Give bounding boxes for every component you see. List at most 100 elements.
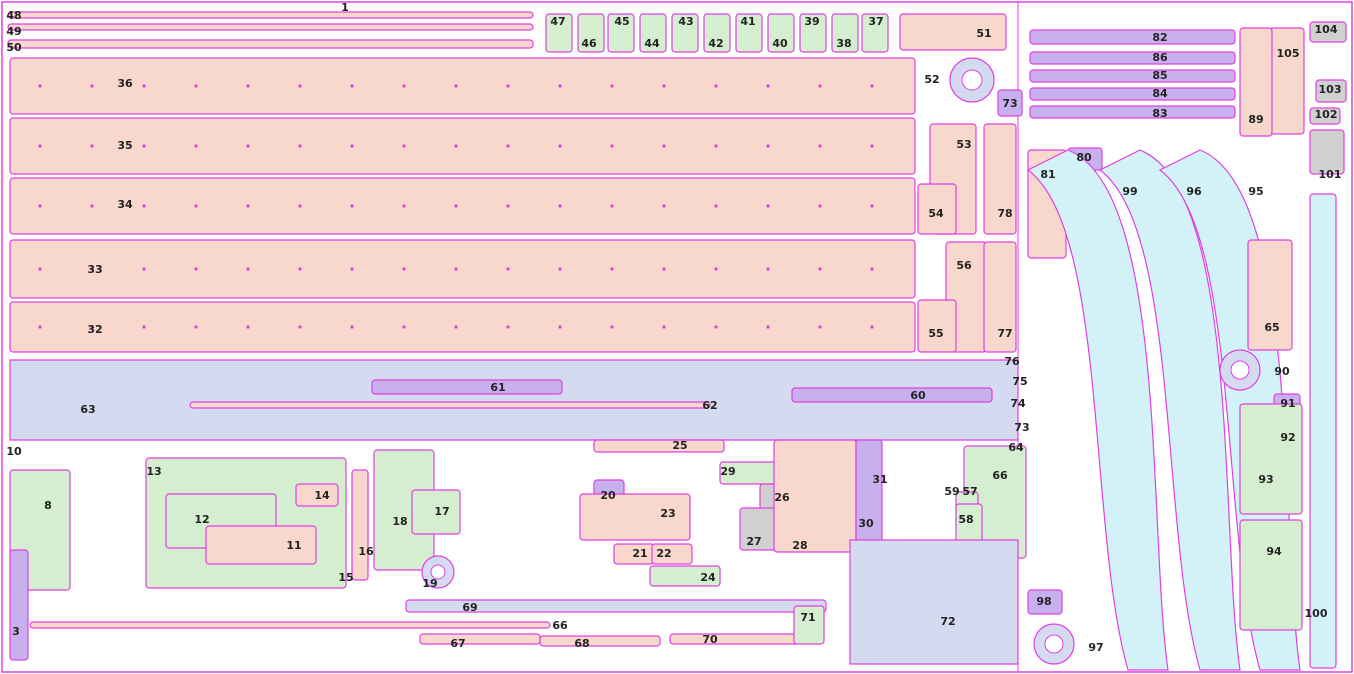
part-11-shape: [205, 525, 317, 565]
part-label-66: 66: [552, 619, 568, 632]
parts-layer: [7, 11, 1347, 671]
strip-hole-dot: [350, 144, 354, 148]
strip-hole-dot: [298, 267, 302, 271]
strip-hole-dot: [246, 325, 250, 329]
strip-hole-dot: [818, 267, 822, 271]
part-label-70: 70: [702, 633, 718, 646]
strip-hole-dot: [246, 204, 250, 208]
part-label-78: 78: [997, 207, 1012, 220]
part-42-shape: [703, 13, 731, 53]
part-104-shape: [1309, 21, 1347, 43]
part-label-23: 23: [660, 507, 675, 520]
strip-hole-dot: [506, 204, 510, 208]
part-67-shape: [419, 633, 541, 645]
strip-hole-dot: [402, 325, 406, 329]
part-label-62: 62: [702, 399, 717, 412]
strip-hole-dot: [90, 325, 94, 329]
strip-hole-dot: [142, 144, 146, 148]
part-label-67: 67: [450, 637, 465, 650]
part-35-shape: [9, 117, 916, 175]
part-label-97: 97: [1088, 641, 1103, 654]
strip-hole-dot: [298, 204, 302, 208]
part-label-76: 76: [1004, 355, 1020, 368]
part-label-26: 26: [774, 491, 790, 504]
part-label-80: 80: [1076, 151, 1092, 164]
part-50-shape: [7, 39, 534, 49]
part-72-shape: [849, 539, 1019, 665]
part-label-39: 39: [804, 15, 819, 28]
strip-hole-dot: [402, 204, 406, 208]
part-label-100: 100: [1305, 607, 1328, 620]
part-label-37: 37: [868, 15, 883, 28]
part-label-60: 60: [910, 389, 926, 402]
strip-hole-dot: [246, 267, 250, 271]
part-54-shape: [917, 183, 957, 235]
strip-hole-dot: [558, 267, 562, 271]
part-label-65: 65: [1264, 321, 1279, 334]
strip-hole-dot: [870, 144, 874, 148]
part-43-shape: [671, 13, 699, 53]
strip-hole-dot: [38, 204, 42, 208]
part-label-96: 96: [1186, 185, 1202, 198]
part-103-shape: [1315, 79, 1347, 103]
strip-hole-dot: [298, 144, 302, 148]
labels-layer: 1484950474645444342414039383751363534333…: [6, 1, 1341, 654]
part-label-99: 99: [1122, 185, 1137, 198]
part-96-shape: [1098, 149, 1241, 671]
part-66-shape: [29, 621, 551, 629]
part-label-13: 13: [146, 465, 161, 478]
strip-hole-dot: [350, 267, 354, 271]
part-24-shape: [649, 565, 721, 587]
part-77-shape: [983, 241, 1017, 353]
part-label-52: 52: [924, 73, 939, 86]
part-label-31: 31: [872, 473, 887, 486]
part-63-shape: [9, 359, 1019, 441]
part-label-34: 34: [117, 198, 133, 211]
part-85-shape: [1029, 69, 1236, 83]
part-label-45: 45: [614, 15, 629, 28]
strip-hole-dot: [142, 204, 146, 208]
strip-hole-dot: [558, 204, 562, 208]
part-label-95: 95: [1248, 185, 1263, 198]
part-41-shape: [735, 13, 763, 53]
part-label-35: 35: [117, 139, 132, 152]
part-label-30: 30: [858, 517, 874, 530]
strip-hole-dot: [194, 267, 198, 271]
part-14-shape: [295, 483, 339, 507]
strip-hole-dot: [246, 84, 250, 88]
strip-hole-dot: [610, 84, 614, 88]
part-40-shape: [767, 13, 795, 53]
part-90-hole: [1230, 360, 1250, 380]
part-68-shape: [539, 635, 661, 647]
part-78-shape: [983, 123, 1017, 235]
part-47-shape: [545, 13, 573, 53]
part-label-50: 50: [6, 41, 22, 54]
strip-hole-dot: [402, 84, 406, 88]
part-34-shape: [9, 177, 916, 235]
part-label-68: 68: [574, 637, 589, 650]
part-84-shape: [1029, 87, 1236, 101]
strip-hole-dot: [714, 325, 718, 329]
strip-hole-dot: [298, 325, 302, 329]
part-label-66: 66: [992, 469, 1008, 482]
part-44-shape: [639, 13, 667, 53]
strip-hole-dot: [90, 267, 94, 271]
strip-hole-dot: [194, 144, 198, 148]
part-60-shape: [791, 387, 993, 403]
strip-hole-dot: [714, 204, 718, 208]
strip-hole-dot: [714, 144, 718, 148]
strip-hole-dot: [402, 144, 406, 148]
part-52-hole: [961, 69, 983, 91]
strip-hole-dot: [766, 325, 770, 329]
part-label-54: 54: [928, 207, 944, 220]
strip-hole-dot: [818, 144, 822, 148]
part-label-46: 46: [581, 37, 597, 50]
part-label-40: 40: [772, 37, 788, 50]
part-label-49: 49: [6, 25, 21, 38]
part-label-72: 72: [940, 615, 955, 628]
part-label-81: 81: [1040, 168, 1055, 181]
part-label-47: 47: [550, 15, 565, 28]
part-82-shape: [1029, 29, 1236, 45]
strip-hole-dot: [766, 267, 770, 271]
